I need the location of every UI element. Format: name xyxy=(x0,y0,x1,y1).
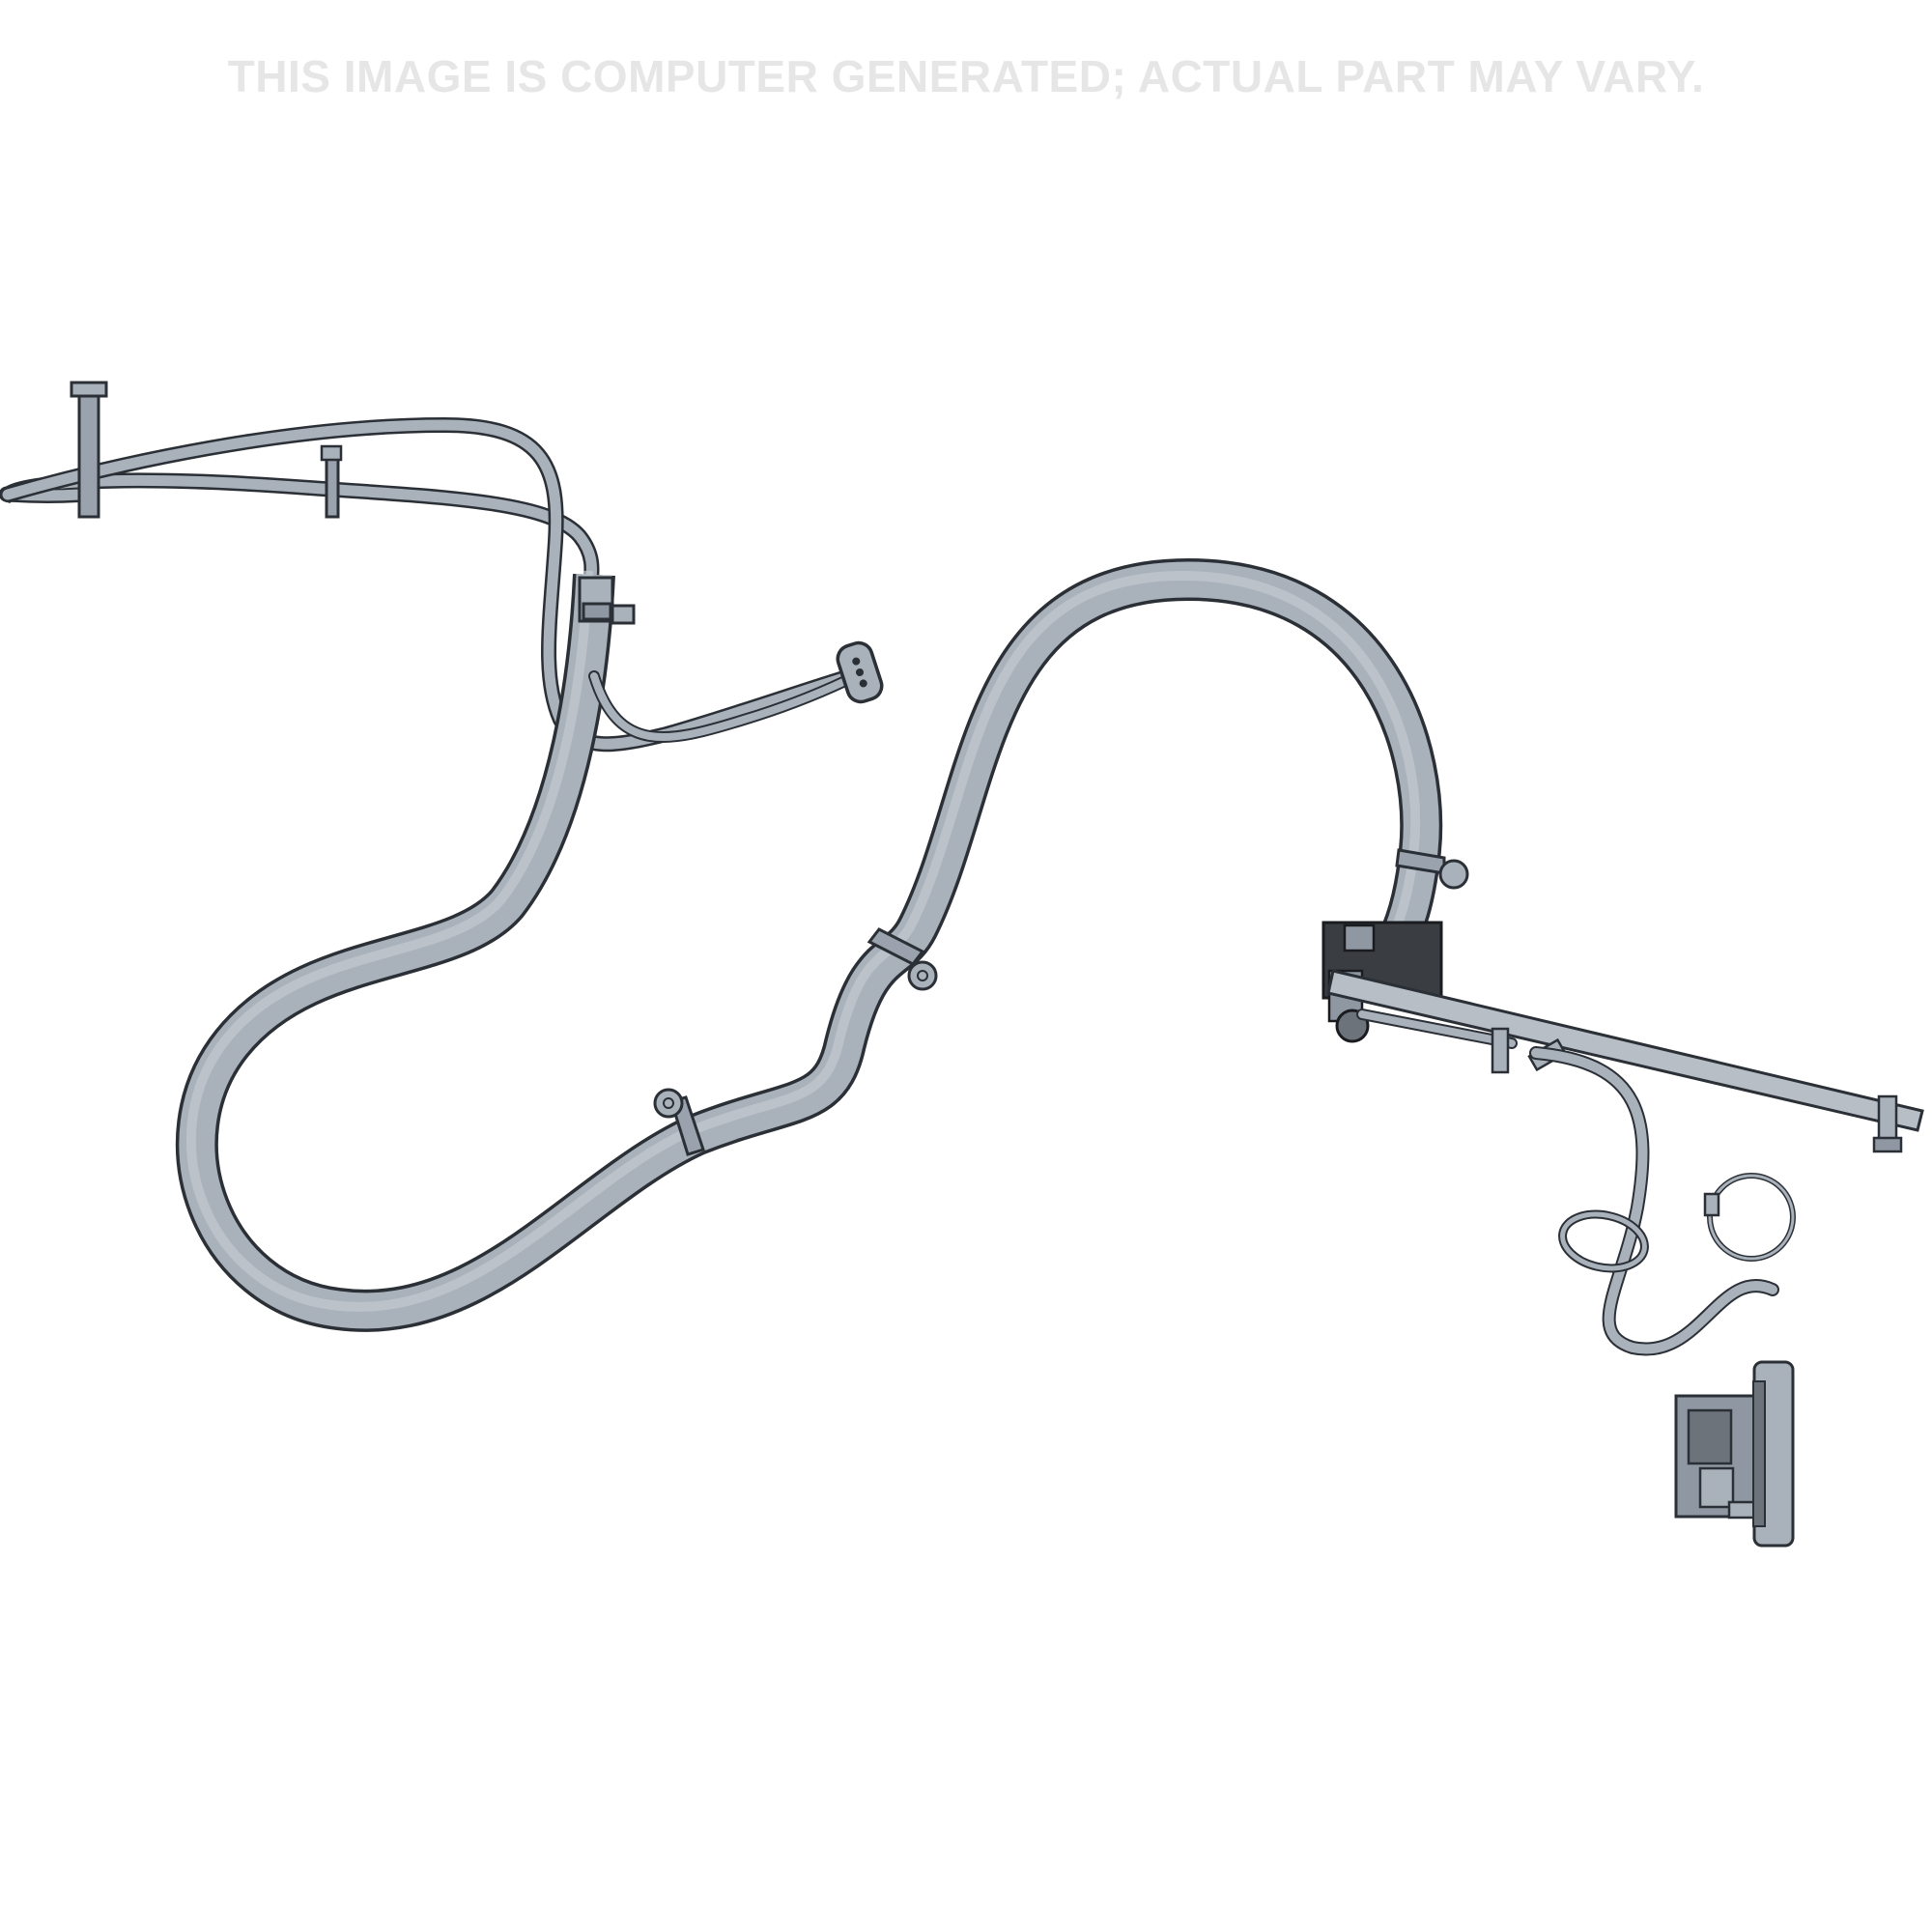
thin-cable-tie-clip xyxy=(320,444,343,519)
weather-pack-connector xyxy=(836,640,884,704)
right-hose-clamp xyxy=(1395,848,1469,890)
middle-hose-clamp xyxy=(867,927,938,991)
lower-hose-clamp xyxy=(653,1088,705,1156)
loose-band-clamp xyxy=(1703,1173,1796,1262)
cable-ring-clamp xyxy=(1558,1209,1649,1273)
mounting-bracket-bar xyxy=(1326,969,1924,1153)
thin-branch-cable xyxy=(588,670,851,743)
upper-thin-cable-loop xyxy=(0,416,858,753)
thin-lower-cable xyxy=(1529,1046,1779,1356)
upper-hose-clamp xyxy=(578,576,636,625)
junction-block-terminal xyxy=(1674,1360,1795,1548)
disclaimer-watermark: THIS IMAGE IS COMPUTER GENERATED; ACTUAL… xyxy=(227,51,1705,101)
left-strap-clip xyxy=(70,381,108,519)
main-battery-cable xyxy=(176,558,1443,1332)
